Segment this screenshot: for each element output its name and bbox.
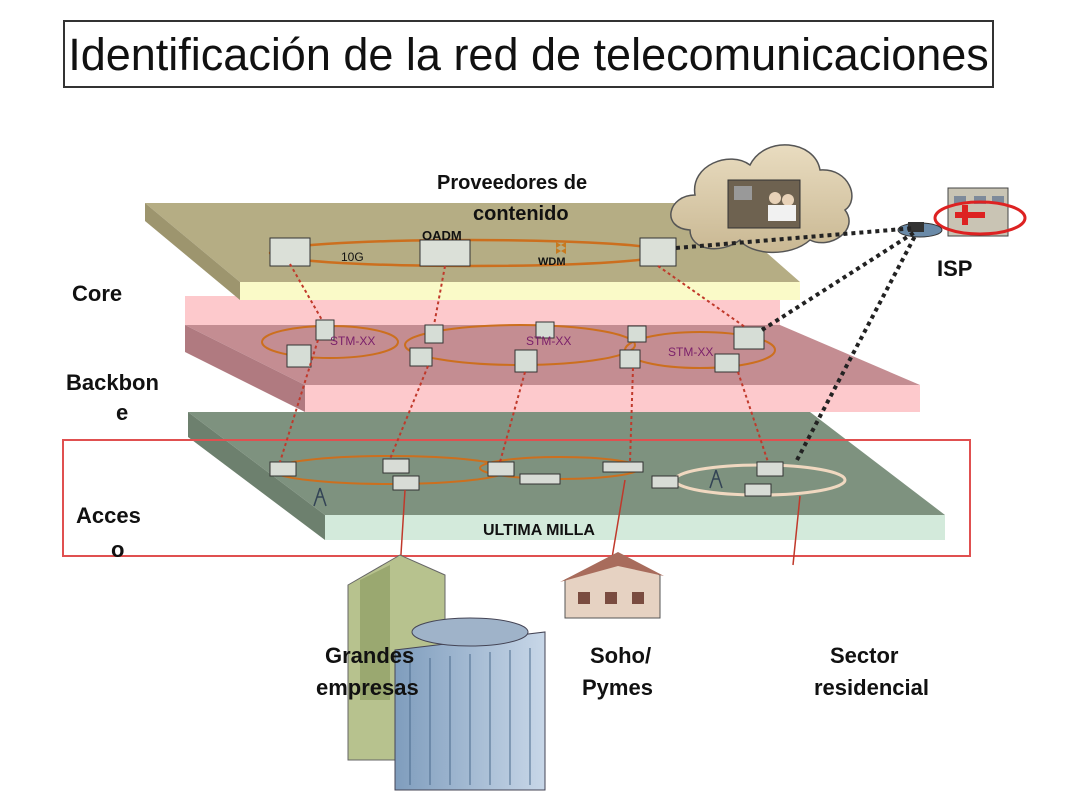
- backbone-nodes: [286, 319, 765, 373]
- content-providers-label-2: contenido: [473, 203, 569, 225]
- large-business-label-1: Grandes: [325, 643, 414, 668]
- backbone-node: [627, 325, 647, 343]
- interlayer-link: [289, 263, 323, 321]
- backbone-node: [424, 324, 444, 344]
- office-building-icon: [347, 554, 546, 791]
- backbone-node: [714, 353, 740, 373]
- interlayer-link: [389, 365, 429, 460]
- title-frame: [63, 20, 994, 88]
- interlayer-link: [629, 367, 634, 463]
- access-layer-label-1: Acces: [76, 503, 141, 528]
- backbone-plane-back: [185, 296, 780, 325]
- backbone-node: [733, 326, 765, 350]
- core-node: [639, 237, 677, 267]
- core-node: [269, 237, 311, 267]
- wdm-label: WDM: [538, 256, 566, 268]
- backbone-node: [535, 321, 555, 339]
- backbone-node: [619, 349, 641, 369]
- soho-label-1: Soho/: [590, 643, 651, 668]
- core-node: [419, 239, 471, 267]
- access-node: [382, 458, 410, 474]
- backbone-layer-label-1: Backbon: [66, 370, 159, 395]
- backbone-plane-edge: [305, 385, 920, 412]
- access-node: [519, 473, 561, 485]
- last-mile-label: ULTIMA MILLA: [483, 522, 595, 539]
- access-node: [651, 475, 679, 489]
- backbone-layer: STM-XX STM-XX STM-XX: [185, 296, 920, 412]
- access-node: [744, 483, 772, 497]
- interlayer-link: [737, 371, 769, 463]
- residential-label-1: Sector: [830, 643, 899, 668]
- house-icon: [560, 552, 664, 619]
- backbone-node: [409, 347, 433, 367]
- drop-line: [792, 495, 801, 566]
- oadm-label: OADM: [422, 228, 462, 243]
- access-node: [392, 475, 420, 491]
- isp-links: [675, 226, 917, 461]
- large-business-label-2: empresas: [316, 675, 419, 700]
- access-layer: ULTIMA MILLA: [62, 412, 971, 557]
- access-plane-edge: [325, 515, 945, 540]
- core-nodes: [269, 237, 677, 267]
- content-providers-label-1: Proveedores de: [437, 172, 587, 194]
- isp-link: [760, 230, 917, 332]
- interlayer-link: [433, 265, 446, 326]
- residential-label-2: residencial: [814, 675, 929, 700]
- wdm-icon: [556, 242, 566, 254]
- core-layer-label: Core: [72, 281, 122, 306]
- core-plane-side: [145, 203, 240, 300]
- isp-label: ISP: [937, 256, 972, 281]
- content-provider-cloud: [670, 144, 853, 254]
- soho-label-2: Pymes: [582, 675, 653, 700]
- isp-icon: [897, 187, 1027, 238]
- access-layer-label-2: o: [111, 537, 124, 562]
- page-title: Identificación de la red de telecomunica…: [68, 29, 989, 80]
- access-frame: [62, 439, 971, 557]
- access-node: [756, 461, 784, 477]
- access-node: [602, 461, 644, 473]
- stm-label: STM-XX: [526, 334, 571, 348]
- interlayer-links: [279, 263, 769, 463]
- backbone-plane-side: [185, 325, 305, 412]
- stm-label: STM-XX: [330, 334, 375, 348]
- rate-label: 10G: [341, 250, 364, 264]
- core-plane-edge: [240, 282, 800, 300]
- backbone-node: [286, 344, 312, 368]
- backbone-layer-label-2: e: [116, 400, 128, 425]
- stm-label: STM-XX: [668, 345, 713, 359]
- antenna-icon: [313, 469, 723, 507]
- access-plane-side: [188, 412, 325, 540]
- access-nodes: [269, 458, 784, 497]
- isp-link: [795, 235, 917, 461]
- core-layer: OADM 10G WDM Proveedores de contenido: [145, 172, 800, 300]
- backbone-node: [514, 349, 538, 373]
- access-node: [487, 461, 515, 477]
- backbone-node: [315, 319, 335, 341]
- access-node: [269, 461, 297, 477]
